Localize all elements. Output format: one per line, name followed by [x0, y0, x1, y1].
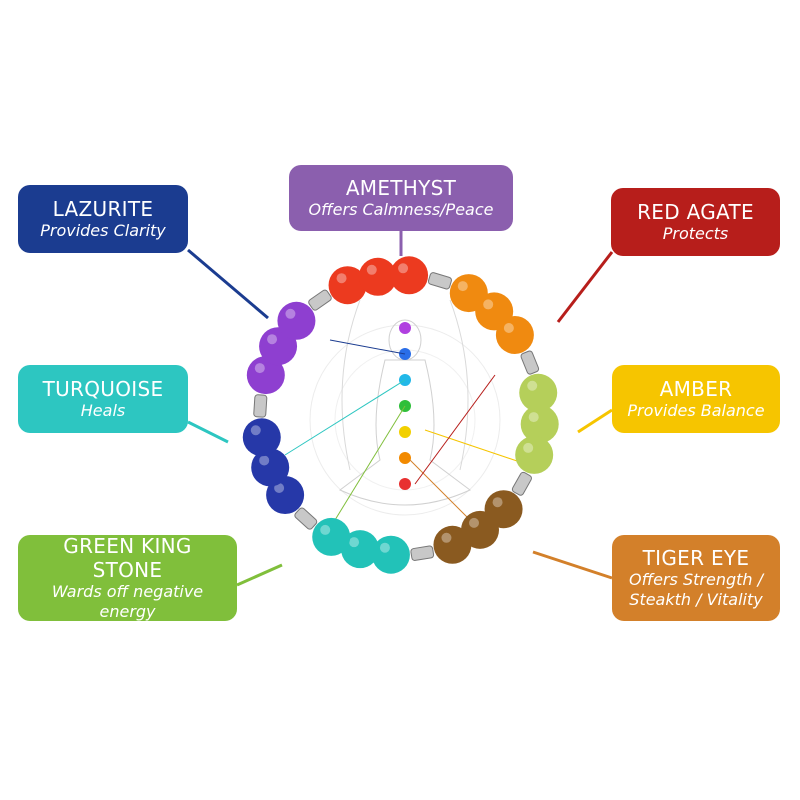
bead-highlight [523, 442, 534, 453]
bead-highlight [336, 273, 347, 284]
bead-highlight [457, 281, 468, 292]
chakra-pointer [414, 374, 496, 485]
silver-spacer [294, 507, 318, 530]
connector-line-turquoise [187, 420, 229, 444]
bead [358, 257, 397, 296]
bead [519, 373, 558, 412]
bead [251, 448, 290, 487]
connector-line-red-agate [556, 251, 614, 323]
chakra-pointer [334, 405, 406, 521]
bead [312, 517, 351, 556]
stone-benefit: Offers Strength / Steakth / Vitality [628, 570, 764, 609]
bead [495, 315, 534, 354]
stone-name: GREEN KING STONE [63, 534, 192, 582]
bead-highlight [320, 524, 331, 535]
chakra-pointer [284, 379, 406, 456]
stone-benefit: Provides Clarity [40, 221, 166, 240]
stone-name: AMETHYST [345, 176, 457, 200]
bead-highlight [398, 263, 409, 274]
connector-line-lazurite [187, 248, 269, 320]
silver-spacer [308, 289, 332, 311]
bead [246, 356, 285, 395]
bead [433, 525, 472, 564]
figure-hair [341, 299, 469, 471]
bead-highlight [527, 380, 538, 391]
bead [515, 435, 554, 474]
mandala-ring [334, 349, 476, 491]
chakra-pointer [329, 339, 406, 355]
stone-benefit: Offers Calmness/Peace [308, 200, 494, 219]
chakra-pointer [424, 429, 521, 463]
stone-name: LAZURITE [52, 197, 154, 221]
bead-highlight [285, 308, 296, 319]
bead [277, 301, 316, 340]
connector-line-tiger-eye [532, 550, 613, 580]
bead [328, 266, 367, 305]
bead-highlight [259, 455, 270, 466]
bead-highlight [254, 363, 265, 374]
bead-highlight [469, 517, 480, 528]
bead-highlight [441, 532, 452, 543]
bead-highlight [492, 497, 503, 508]
bead-highlight [503, 322, 514, 333]
bead [341, 530, 380, 569]
chakra-dot [399, 426, 411, 438]
meditating-figure [309, 299, 501, 516]
stone-benefit: Protects [662, 224, 729, 243]
stone-name: TURQUOISE [42, 377, 164, 401]
bracelet-beads [242, 256, 559, 574]
connector-lines [187, 231, 614, 587]
bead [520, 405, 559, 444]
stone-name: TIGER EYE [642, 546, 750, 570]
chakra-points [284, 322, 521, 531]
bead-highlight [274, 483, 285, 494]
bead-highlight [379, 542, 390, 553]
figure-body [339, 359, 471, 506]
silver-spacer [410, 545, 435, 561]
chakra-dot [399, 478, 411, 490]
bead-highlight [366, 264, 377, 275]
connector-line-amber [577, 408, 613, 434]
bead [390, 256, 429, 295]
chakra-dot [399, 452, 411, 464]
silver-spacer [427, 272, 452, 290]
stone-benefit: Heals [80, 401, 126, 420]
silver-spacer [511, 471, 532, 496]
bead-highlight [267, 334, 278, 345]
stone-benefit: Wards off negative energy [51, 582, 204, 621]
bead-highlight [528, 412, 539, 423]
bead-highlight [349, 537, 360, 548]
bead [242, 418, 281, 457]
stone-name: AMBER [659, 377, 733, 401]
connector-line-green-king-stone [236, 563, 283, 587]
stone-name: RED AGATE [637, 200, 754, 224]
silver-spacer [520, 350, 540, 375]
bead-highlight [483, 299, 494, 310]
silver-spacer [253, 394, 268, 418]
stone-benefit: Provides Balance [627, 401, 765, 420]
bead [371, 535, 410, 574]
chakra-dot [399, 322, 411, 334]
bead-highlight [250, 425, 261, 436]
